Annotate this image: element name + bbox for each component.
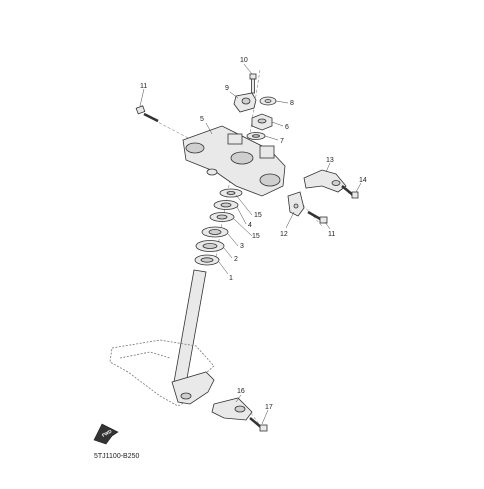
callout-9: 9: [225, 85, 229, 92]
bolt-part-14: [341, 185, 359, 199]
callout-1: 1: [229, 275, 233, 282]
callout-10: 10: [240, 57, 248, 64]
callout-11-left: 11: [140, 83, 147, 90]
callout-11-right: 11: [328, 231, 335, 238]
callout-4: 4: [248, 222, 252, 229]
callout-12: 12: [280, 231, 288, 238]
washer-part-4: [213, 200, 239, 210]
plate-part-12: [287, 191, 305, 217]
leader-lines: [139, 63, 362, 425]
callout-14: 14: [359, 177, 367, 184]
upper-bracket-part-5: [182, 125, 286, 197]
seal-part-1: [194, 254, 220, 266]
callout-15-lower: 15: [252, 233, 260, 240]
bolt-part-17: [249, 417, 268, 432]
bolt-part-10: [249, 73, 257, 94]
callout-5: 5: [200, 116, 204, 123]
callout-6: 6: [285, 124, 289, 131]
lower-bracket: [171, 371, 215, 405]
washer-part-15-upper: [219, 188, 243, 198]
callout-16: 16: [237, 388, 245, 395]
callout-3: 3: [240, 243, 244, 250]
washer-part-15-lower: [209, 212, 235, 222]
steering-stem: [173, 269, 207, 385]
fwd-label: FWD: [101, 428, 113, 438]
bracket-part-13: [303, 169, 347, 193]
callout-2: 2: [234, 256, 238, 263]
callout-15-upper: 15: [254, 212, 262, 219]
callout-13: 13: [326, 157, 334, 164]
callout-17: 17: [265, 404, 273, 411]
callout-8: 8: [290, 100, 294, 107]
handlebar-clamp-part-9: [233, 92, 257, 113]
clamp-part-16: [211, 397, 253, 421]
callout-labels: 10 9 8 6 7 11 5 15 4 15 3 2 1 13 14 12 1…: [140, 57, 367, 411]
bearing-race-part-2: [195, 240, 225, 252]
diagram-code: 5TJ1100-B250: [94, 453, 140, 460]
fwd-arrow-icon: FWD: [93, 423, 119, 445]
nut-part-6: [251, 113, 273, 131]
callout-7: 7: [280, 138, 284, 145]
washer-part-7: [246, 132, 266, 140]
bolt-part-11-right: [307, 210, 328, 224]
bearing-part-3: [201, 226, 229, 238]
washer-part-8: [259, 96, 277, 106]
bolt-part-11-left: [135, 105, 159, 123]
